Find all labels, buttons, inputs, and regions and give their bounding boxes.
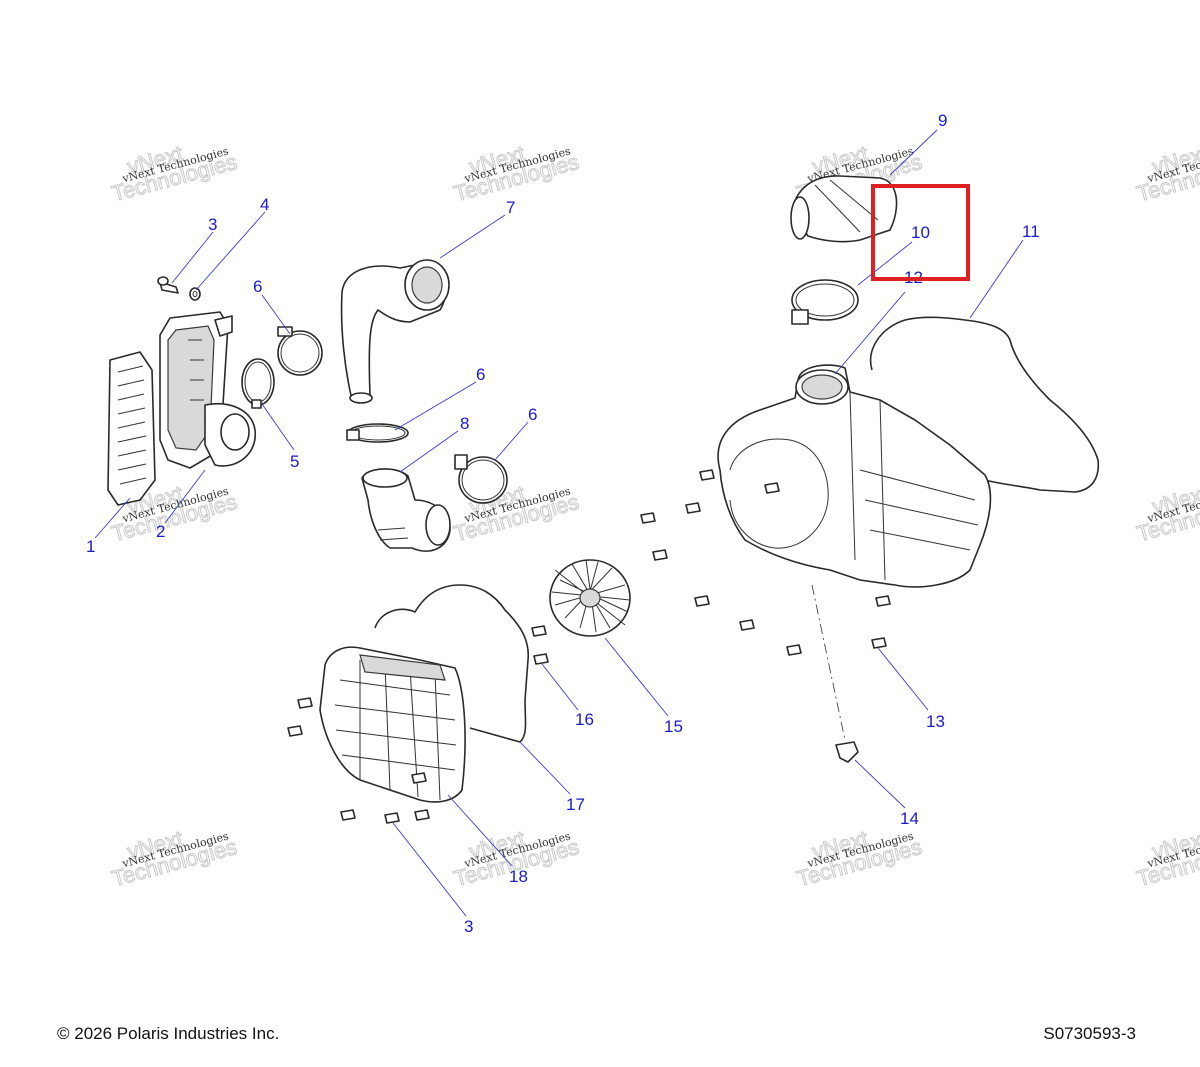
callout-14: 14 xyxy=(900,809,919,828)
callout-3-top: 3 xyxy=(208,215,217,234)
part-9-outlet-duct xyxy=(790,175,898,243)
part-3-screw-top xyxy=(157,276,179,294)
callout-18: 18 xyxy=(509,867,528,886)
callout-6-right: 6 xyxy=(528,405,537,424)
part-12-housing xyxy=(717,364,992,588)
part-16-nuts xyxy=(531,625,549,665)
part-7-intake-duct xyxy=(340,259,450,404)
callout-17: 17 xyxy=(566,795,585,814)
part-axis-line xyxy=(811,584,846,741)
part-15-fan xyxy=(549,559,631,637)
watermark: vNext Technologies vNext Technologies xyxy=(109,140,241,207)
callout-6-upper: 6 xyxy=(253,277,262,296)
callout-2: 2 xyxy=(156,522,165,541)
callout-6-middle: 6 xyxy=(476,365,485,384)
part-8-coupler xyxy=(361,468,451,552)
part-2-intake-box xyxy=(159,311,256,469)
callout-9: 9 xyxy=(938,111,947,130)
part-11-gasket xyxy=(869,316,1100,493)
watermark: vNext Technologies vNext Technologies xyxy=(1134,480,1200,547)
part-10-clamp xyxy=(791,279,859,325)
part-6-clamp-upper xyxy=(277,326,323,376)
callout-1: 1 xyxy=(86,537,95,556)
callout-5: 5 xyxy=(290,452,299,471)
copyright-notice: © 2026 Polaris Industries Inc. xyxy=(57,1024,280,1043)
callout-16: 16 xyxy=(575,710,594,729)
part-6-clamp-middle xyxy=(346,423,409,443)
callout-11: 11 xyxy=(1022,222,1040,241)
part-5-clamp xyxy=(241,358,275,409)
watermark: vNext Technologies vNext Technologies xyxy=(451,140,583,207)
callout-4: 4 xyxy=(260,195,269,214)
callout-8: 8 xyxy=(460,414,469,433)
drawing-number: S0730593-3 xyxy=(1043,1024,1136,1043)
callout-13: 13 xyxy=(926,712,945,731)
callout-7: 7 xyxy=(506,198,515,217)
highlight-box xyxy=(871,184,970,281)
part-13-bolts xyxy=(640,469,891,656)
callouts: 1 2 3 4 5 6 6 6 7 8 9 10 11 12 13 14 15 … xyxy=(86,111,1040,936)
part-1-grille xyxy=(107,351,156,506)
watermarks: vNext Technologies vNext Technologies vN… xyxy=(109,140,1200,892)
part-4-washer xyxy=(189,287,201,301)
callout-15: 15 xyxy=(664,717,683,736)
part-17-cover-gasket xyxy=(374,584,530,743)
watermark: vNext Technologies vNext Technologies xyxy=(109,825,241,892)
callout-3-bottom: 3 xyxy=(464,917,473,936)
leader-lines xyxy=(94,129,1024,917)
part-14-grommet xyxy=(835,741,859,763)
watermark: vNext Technologies vNext Technologies xyxy=(1134,140,1200,207)
callout-10: 10 xyxy=(911,223,930,242)
part-6-clamp-right xyxy=(454,454,508,504)
part-3-screws-bottom xyxy=(287,697,430,824)
part-18-cover xyxy=(319,646,466,803)
watermark: vNext Technologies vNext Technologies xyxy=(1134,825,1200,892)
